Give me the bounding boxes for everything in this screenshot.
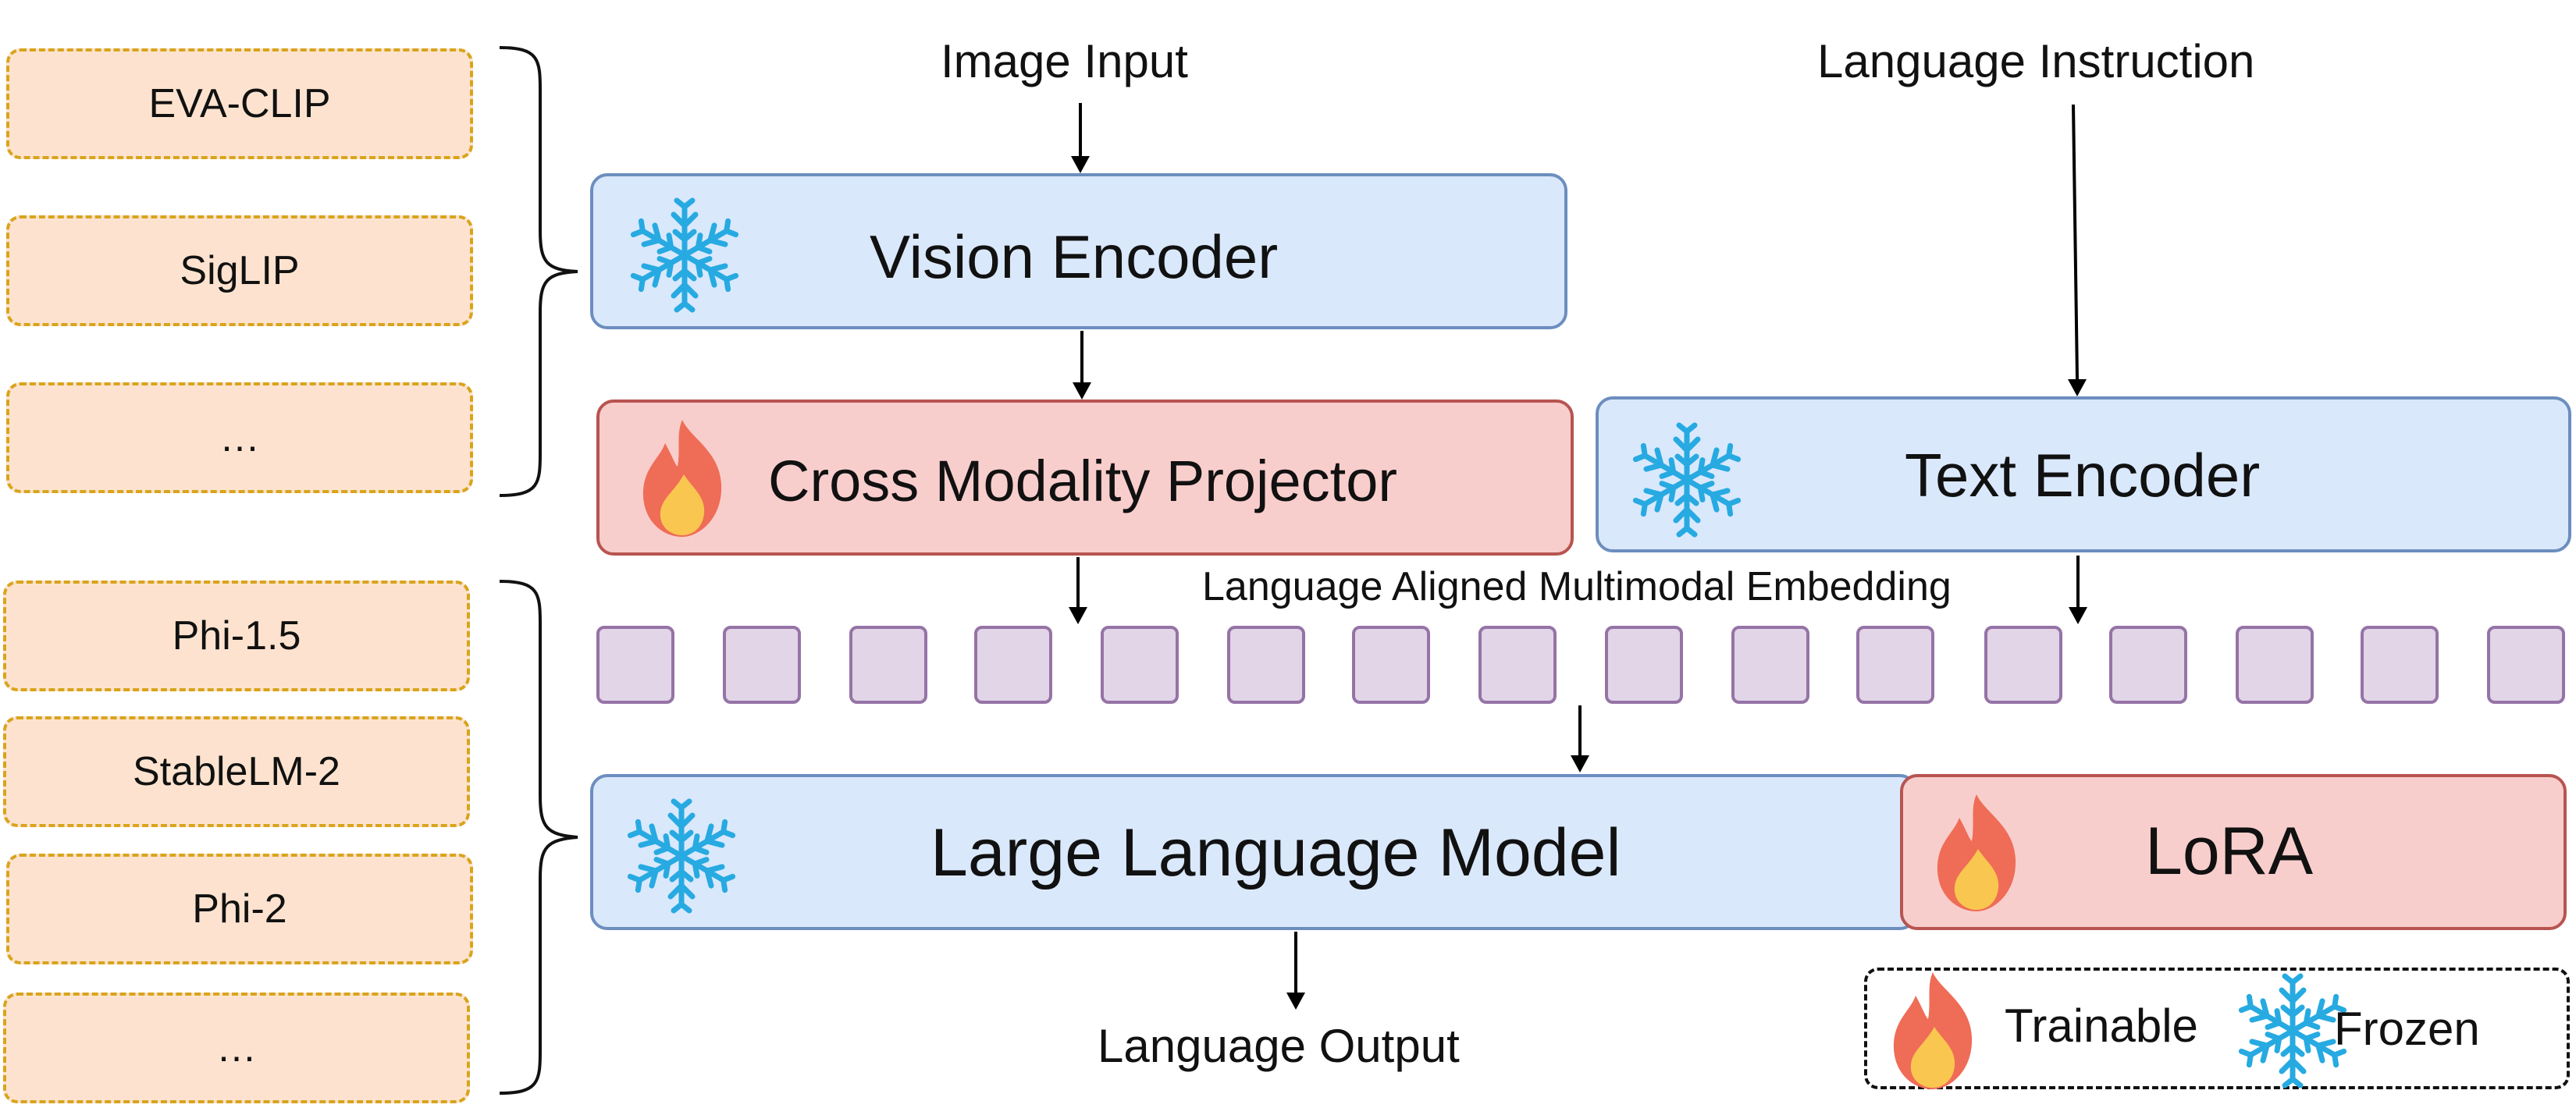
- embedding-token: [2487, 626, 2565, 704]
- embedding-token: [723, 626, 801, 704]
- embedding-token: [1984, 626, 2062, 704]
- text-encoder-label: Text Encoder: [1905, 441, 2261, 510]
- embedding-token: [974, 626, 1052, 704]
- llm-option-phi-1-5: Phi-1.5: [3, 581, 470, 691]
- llm-option-phi-2: Phi-2: [6, 854, 473, 964]
- option-label: EVA-CLIP: [148, 81, 331, 126]
- option-label: …: [216, 1025, 257, 1071]
- option-label: …: [219, 415, 260, 460]
- llm-option-stablelm-2: StableLM-2: [3, 716, 470, 827]
- option-label: SigLIP: [180, 248, 300, 293]
- arrow-instruction-to-text: [2072, 104, 2079, 380]
- option-label: Phi-1.5: [172, 613, 301, 659]
- vision-options-brace: [499, 46, 578, 497]
- embedding-token: [1227, 626, 1305, 704]
- embedding-token: [2236, 626, 2314, 704]
- vision-encoder-block: Vision Encoder: [590, 173, 1567, 329]
- language-instruction-label: Language Instruction: [1817, 35, 2255, 87]
- cross-modality-projector-label: Cross Modality Projector: [768, 449, 1398, 513]
- option-label: Phi-2: [192, 886, 287, 932]
- llm-options-brace: [499, 580, 578, 1095]
- embedding-token: [2361, 626, 2439, 704]
- text-encoder-block: Text Encoder: [1596, 396, 2571, 552]
- embedding-token: [1731, 626, 1809, 704]
- vision-encoder-option-eva-clip: EVA-CLIP: [6, 48, 473, 159]
- embedding-token: [1352, 626, 1430, 704]
- large-language-model-block: Large Language Model: [590, 774, 1917, 930]
- lora-label: LoRA: [2145, 814, 2314, 889]
- embedding-token: [596, 626, 674, 704]
- option-label: StableLM-2: [133, 749, 340, 794]
- cross-modality-projector-block: Cross Modality Projector: [596, 400, 1574, 556]
- llm-option-more: …: [3, 993, 470, 1103]
- vision-encoder-label: Vision Encoder: [870, 222, 1279, 291]
- legend-trainable-label: Trainable: [2005, 1000, 2198, 1052]
- embedding-token: [1856, 626, 1934, 704]
- vision-encoder-option-siglip: SigLIP: [6, 215, 473, 326]
- legend: Trainable Frozen: [1864, 968, 2570, 1089]
- lora-block: LoRA: [1900, 774, 2567, 930]
- embedding-token: [1101, 626, 1179, 704]
- embedding-token: [1478, 626, 1557, 704]
- large-language-model-label: Large Language Model: [930, 815, 1621, 890]
- embedding-label: Language Aligned Multimodal Embedding: [1202, 564, 1952, 609]
- embedding-token: [2109, 626, 2187, 704]
- embedding-token: [849, 626, 927, 704]
- legend-frozen-label: Frozen: [2334, 1003, 2480, 1055]
- embedding-token: [1605, 626, 1683, 704]
- vision-encoder-option-more: …: [6, 382, 473, 493]
- language-output-label: Language Output: [1098, 1020, 1460, 1072]
- image-input-label: Image Input: [941, 35, 1188, 87]
